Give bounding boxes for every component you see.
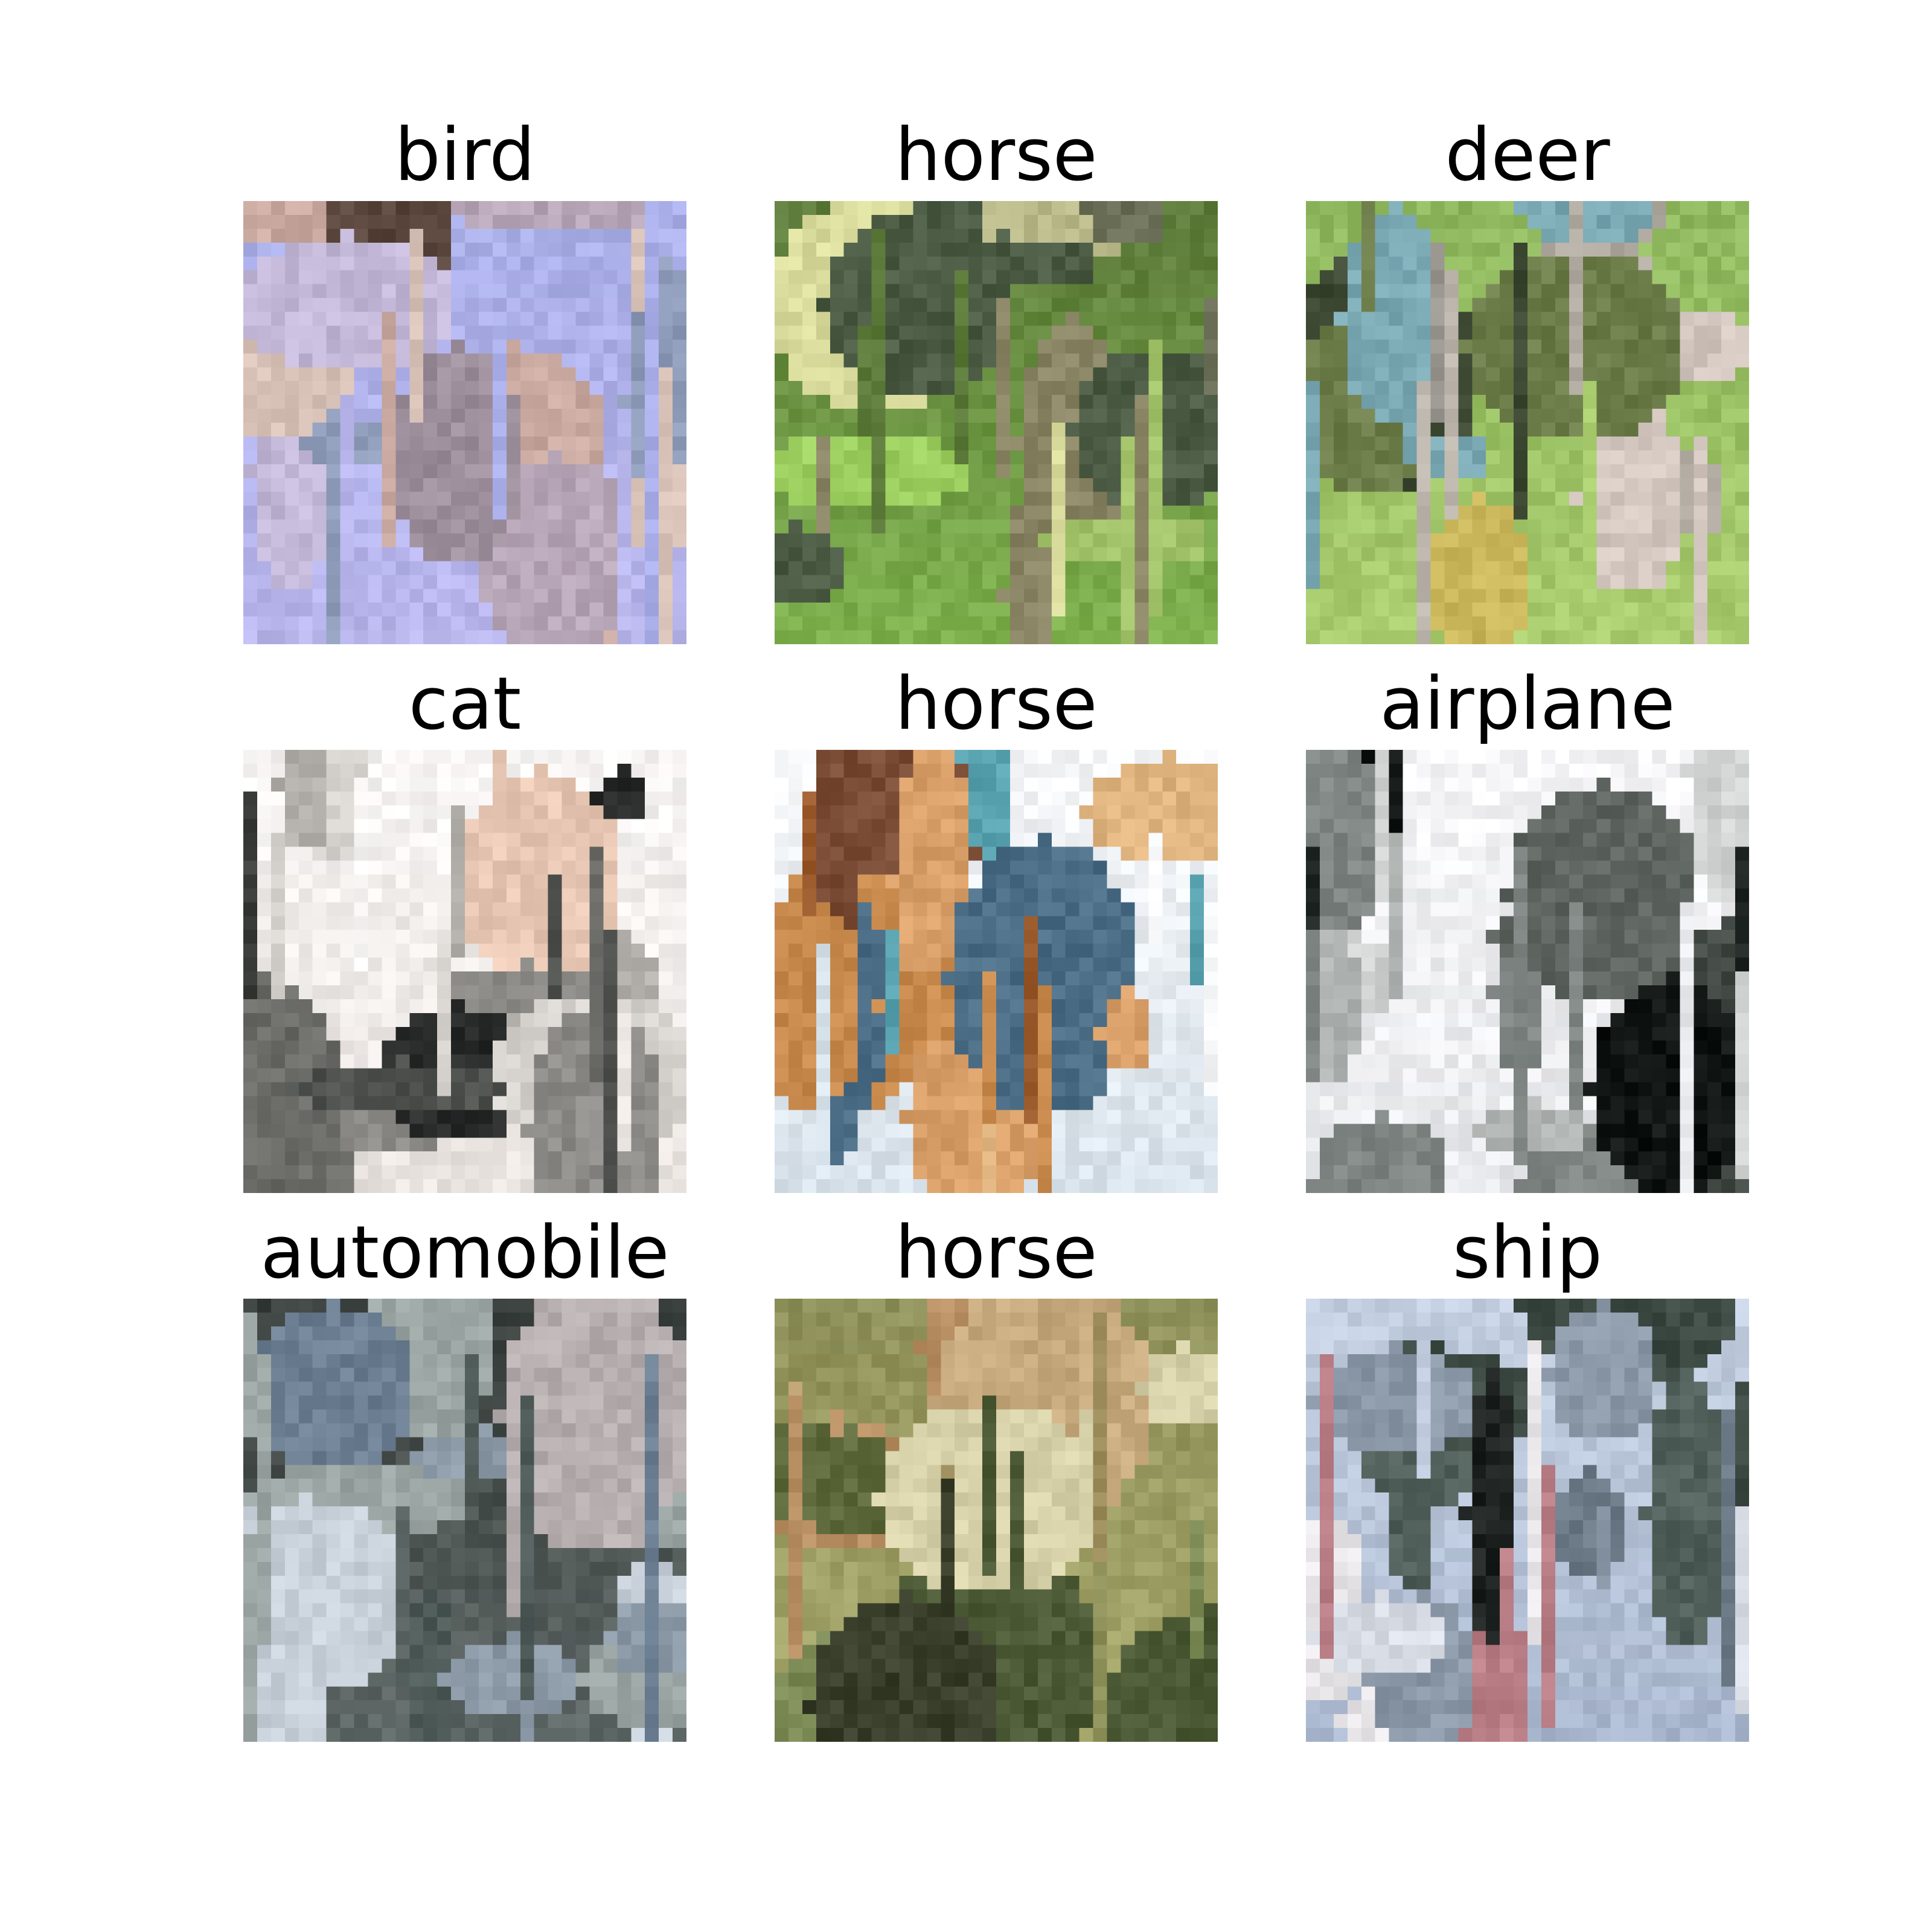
tile-title: horse bbox=[895, 662, 1098, 746]
tile-image bbox=[775, 201, 1218, 644]
tile-image bbox=[243, 201, 686, 644]
tile-title: ship bbox=[1452, 1211, 1603, 1295]
tile-title: horse bbox=[895, 1211, 1098, 1295]
tile-image bbox=[1306, 1299, 1749, 1742]
tile-image bbox=[1306, 750, 1749, 1193]
tile-title: cat bbox=[408, 662, 522, 746]
tile-title: bird bbox=[394, 114, 536, 197]
tile-title: automobile bbox=[260, 1211, 670, 1295]
tile-image bbox=[243, 1299, 686, 1742]
tile-title: airplane bbox=[1380, 662, 1675, 746]
tile-title: deer bbox=[1445, 114, 1610, 197]
tile-image bbox=[243, 750, 686, 1193]
tile-title: horse bbox=[895, 114, 1098, 197]
tile-image bbox=[1306, 201, 1749, 644]
tile-image bbox=[775, 1299, 1218, 1742]
tile-image bbox=[775, 750, 1218, 1193]
